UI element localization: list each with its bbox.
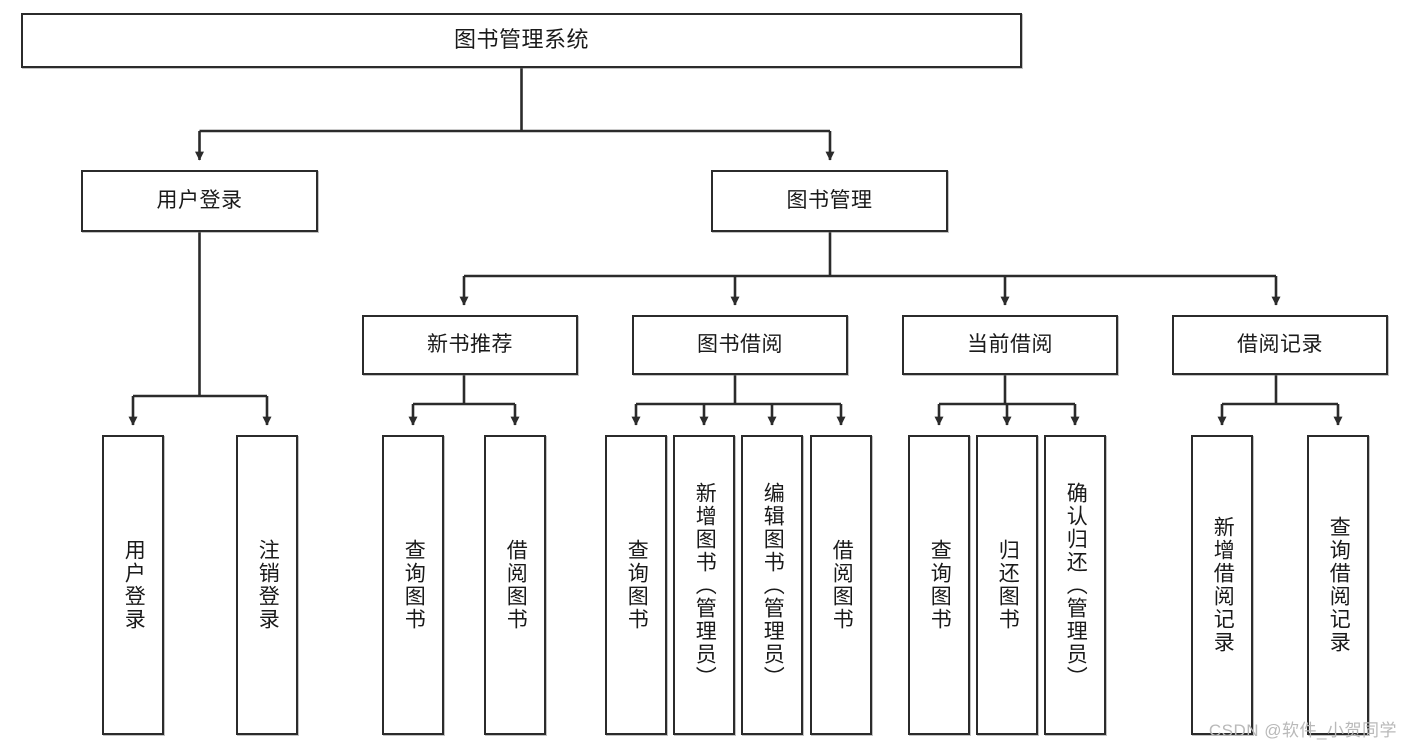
node-leaf-return-book[interactable]: 归还图书 xyxy=(976,435,1038,735)
node-leaf-query-borrow-record[interactable]: 查询借阅记录 xyxy=(1307,435,1369,735)
node-leaf-query-book-borrow[interactable]: 查询图书 xyxy=(605,435,667,735)
watermark-text: CSDN @软件_小贺同学 xyxy=(1208,721,1397,740)
node-leaf-query-book-new[interactable]: 查询图书 xyxy=(382,435,444,735)
node-label: 图书借阅 xyxy=(697,333,783,357)
node-label: 查询图书 xyxy=(402,539,426,631)
node-leaf-edit-book-admin[interactable]: 编辑图书（管理员） xyxy=(741,435,803,735)
node-leaf-user-login[interactable]: 用户登录 xyxy=(102,435,164,735)
node-book-manage[interactable]: 图书管理 xyxy=(711,170,948,232)
node-leaf-borrow-book-new[interactable]: 借阅图书 xyxy=(484,435,546,735)
node-label: 查询借阅记录 xyxy=(1327,516,1351,654)
node-book-borrow[interactable]: 图书借阅 xyxy=(632,315,848,375)
node-label: 用户登录 xyxy=(122,539,146,631)
node-label: 新增借阅记录 xyxy=(1211,516,1235,654)
node-label: 确认归还（管理员） xyxy=(1064,481,1088,689)
node-label: 归还图书 xyxy=(996,539,1020,631)
node-leaf-add-book-admin[interactable]: 新增图书（管理员） xyxy=(673,435,735,735)
node-current-borrow[interactable]: 当前借阅 xyxy=(902,315,1118,375)
node-root-system[interactable]: 图书管理系统 xyxy=(21,13,1022,68)
node-leaf-add-borrow-record[interactable]: 新增借阅记录 xyxy=(1191,435,1253,735)
node-label: 查询图书 xyxy=(928,539,952,631)
node-label: 编辑图书（管理员） xyxy=(761,481,785,689)
node-leaf-query-book-current[interactable]: 查询图书 xyxy=(908,435,970,735)
node-leaf-confirm-return-admin[interactable]: 确认归还（管理员） xyxy=(1044,435,1106,735)
node-label: 查询图书 xyxy=(625,539,649,631)
node-label: 新增图书（管理员） xyxy=(693,481,717,689)
node-label: 当前借阅 xyxy=(967,333,1053,357)
node-label: 借阅图书 xyxy=(504,539,528,631)
node-label: 借阅记录 xyxy=(1237,333,1323,357)
node-leaf-borrow-book[interactable]: 借阅图书 xyxy=(810,435,872,735)
node-leaf-user-logout[interactable]: 注销登录 xyxy=(236,435,298,735)
node-label: 用户登录 xyxy=(156,189,243,213)
node-label: 注销登录 xyxy=(256,539,280,631)
node-label: 新书推荐 xyxy=(427,333,513,357)
node-borrow-record[interactable]: 借阅记录 xyxy=(1172,315,1388,375)
node-label: 图书管理系统 xyxy=(453,27,589,53)
node-new-book-recommend[interactable]: 新书推荐 xyxy=(362,315,578,375)
node-label: 借阅图书 xyxy=(830,539,854,631)
node-user-login[interactable]: 用户登录 xyxy=(81,170,318,232)
node-label: 图书管理 xyxy=(786,189,873,213)
